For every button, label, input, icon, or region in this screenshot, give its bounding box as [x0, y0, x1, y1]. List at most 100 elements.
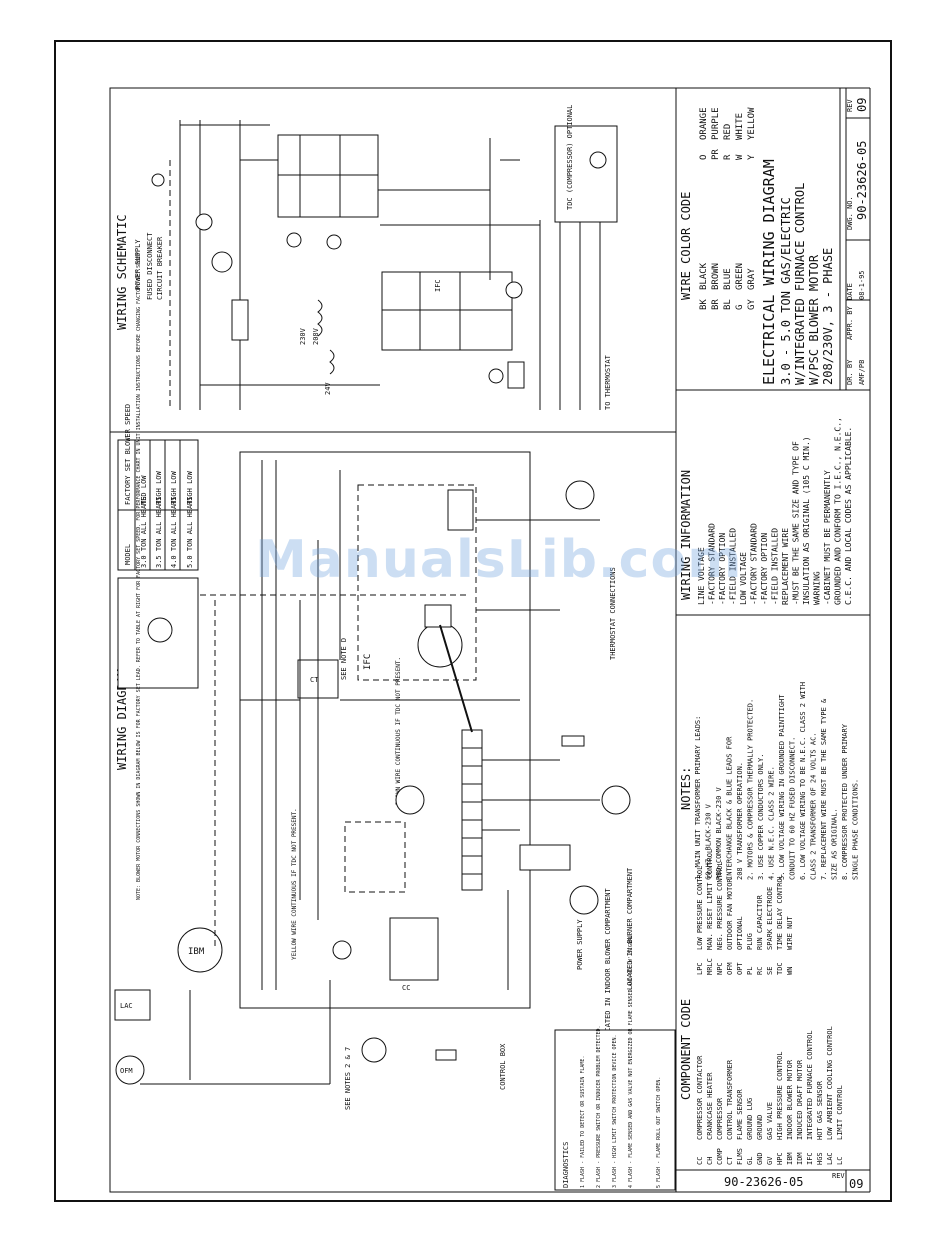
component-name-item: MAN. RESET LIMIT CONTROL: [706, 849, 714, 950]
svg-text:OFM: OFM: [120, 1067, 133, 1075]
component-code-item: IDM: [796, 1152, 804, 1165]
component-name-item: INDUCED DRAFT MOTOR: [796, 1059, 804, 1140]
note-line: 6. LOW VOLTAGE WIRING TO BE N.E.C. CLASS…: [799, 682, 807, 880]
note-line: 2. MOTORS & COMPRESSOR THERMALLY PROTECT…: [747, 699, 755, 880]
component-name-item: OPTIONAL: [736, 916, 744, 950]
component-code-item: HGS: [816, 1152, 824, 1165]
wire-color-code-item: G: [735, 305, 745, 310]
harness-wire: [439, 624, 473, 733]
comp-symbol: [211, 251, 233, 273]
component-name-item: LIMIT CONTROL: [836, 1085, 844, 1140]
note-line: SINGLE PHASE CONDITIONS.: [852, 779, 860, 880]
note-line: 5. LOW VOLTAGE WIRING IN GROUNDED PAINTT…: [778, 694, 786, 880]
wiring-info-line: -FACTORY OPTION: [718, 533, 727, 605]
wire-color-name-item: BLACK: [699, 262, 709, 290]
component-name-item: NEG. PRESSURE CONTROL: [716, 861, 724, 950]
model-table-row-2-model: 3.5 TON ALL HEATS: [155, 496, 163, 568]
bottom-rev-label: REV: [832, 1172, 845, 1180]
wire-color-name-item: BLUE: [723, 268, 733, 290]
component-code-item: RC: [756, 967, 764, 975]
control-box-label: CONTROL BOX: [499, 1043, 507, 1090]
wire-color-code-item: GY: [747, 299, 757, 310]
compressor: [361, 1037, 387, 1063]
component-code-item: IFC: [806, 1152, 814, 1165]
component-name-item: HOT GAS SENSOR: [816, 1080, 824, 1140]
wiring-information: WIRING INFORMATION: [679, 470, 693, 600]
notes-title: NOTES:: [679, 767, 693, 810]
component-code-item: LAC: [826, 1152, 834, 1165]
bottom-dwg-no: 90-23626-05: [724, 1175, 803, 1189]
component-code-item: LPC: [696, 962, 704, 975]
wiring-info-line: -MUST BE THE SAME SIZE AND TYPE OF: [792, 441, 801, 605]
note-line: 208 V TRANSFORMER OPERATION.: [736, 762, 744, 880]
burner-plug: [519, 844, 571, 871]
located-blower-label: LOCATED IN INDOOR BLOWER COMPARTMENT: [604, 887, 612, 1040]
schematic-ifc-block: [277, 134, 379, 218]
model-table-row-2-speed: HIGH LOW: [155, 470, 163, 505]
appr-by-label: APPR. BY: [846, 305, 854, 340]
ibm-motor: [177, 927, 223, 973]
mrlc-control: [601, 785, 631, 815]
wire-color-name-item: GREEN: [735, 263, 745, 290]
wire-color-code-item: BL: [723, 299, 733, 310]
note-line: 1. MAIN UNIT TRANSFORMER PRIMARY LEADS:: [694, 716, 702, 880]
wiring-diagram-title: WIRING DIAGRAM: [115, 669, 129, 770]
note-line: CONDUIT TO 60 HZ FUSED DISCONNECT.: [789, 737, 797, 880]
wiring-info-line: LINE VOLTAGE: [697, 547, 706, 605]
wire-color-name-item: BROWN: [711, 263, 721, 290]
idm-motor: [565, 480, 595, 510]
notes-section: NOTES:: [679, 767, 693, 810]
compressor-contactor: [389, 917, 439, 981]
dwg-no-value: 90-23626-05: [855, 141, 869, 220]
model-table: [117, 439, 199, 571]
component-name-item: PLUG: [746, 933, 754, 950]
component-name-item: INTEGRATED FURNACE CONTROL: [806, 1030, 814, 1140]
rev-label: REV: [846, 99, 854, 112]
note-line: 3. USE COPPER CONDUCTORS ONLY.: [757, 754, 765, 880]
title-line-4: W/PSC BLOWER MOTOR: [807, 254, 821, 385]
model-table-header-model: MODEL: [124, 544, 132, 565]
rc-capacitor: [332, 940, 352, 960]
wiring-info-list: LINE VOLTAGE-FACTORY STANDARD-FACTORY OP…: [697, 417, 853, 605]
svg-text:LAC: LAC: [120, 1002, 133, 1010]
component-name-item: CRANKCASE HEATER: [706, 1072, 714, 1140]
wire-color-name-item: PURPLE: [711, 107, 721, 140]
diag-2: 2 FLASH - PRESSURE SWITCH OR INDUCER PRO…: [596, 1025, 602, 1188]
diag-3: 3 FLASH - HIGH LIMIT SWITCH PROTECTION D…: [612, 1034, 618, 1188]
wire-color-code: WIRE COLOR CODE: [679, 192, 693, 300]
blower-tap-connector: [147, 617, 173, 643]
diag-5: 5 FLASH - FLAME ROLL OUT SWITCH OPEN.: [656, 1077, 662, 1188]
wiring-diagram: WIRING DIAGRAM MODEL FACTORY SET BLOWER …: [114, 250, 676, 1191]
yellow-wire-note: YELLOW WIRE CONTINUOUS IF TDC NOT PRESEN…: [291, 808, 298, 960]
component-name-item: OUTDOOR FAN MOTOR: [726, 878, 734, 950]
schematic-tdc-box: [554, 125, 618, 223]
gas-valve: [395, 785, 425, 815]
component-code-item: PL: [746, 967, 754, 975]
model-table-row-3-speed: HIGH LOW: [170, 470, 178, 505]
power-supply-label: POWER SUPPLY: [576, 919, 584, 970]
model-table-row-4-model: 5.0 TON ALL HEATS: [186, 496, 194, 568]
wiring-schematic: WIRING SCHEMATIC POWER SUPPLY FUSED DISC…: [115, 105, 618, 410]
idm-symbol: [326, 234, 342, 250]
schematic-circuit-breaker-label: CIRCUIT BREAKER: [156, 236, 164, 300]
component-code-item: CC: [696, 1157, 704, 1165]
diagnostics-title: DIAGNOSTICS: [562, 1142, 570, 1188]
model-table-row-1-speed: MED LOW: [140, 475, 148, 505]
lac-control: [114, 989, 151, 1021]
notes-list: 1. MAIN UNIT TRANSFORMER PRIMARY LEADS: 6…: [694, 682, 860, 880]
ifc-transformer-coil: [417, 622, 463, 668]
flame-sensor: [561, 735, 585, 747]
wire-color-code-item: W: [735, 154, 745, 160]
wire-color-name-item: RED: [723, 124, 733, 140]
ifc-note: NOTE: BLOWER MOTOR CONNECTIONS SHOWN IN …: [136, 250, 142, 900]
wire-color-name-item: GRAY: [747, 268, 757, 290]
wiring-info-line: INSULATION AS ORIGINAL (105 C MIN.): [802, 436, 811, 605]
component-code-item: CH: [706, 1157, 714, 1165]
title-line-2: 3.0 - 5.0 TON GAS/ELECTRIC: [779, 197, 793, 385]
component-name-item: RUN CAPACITOR: [756, 894, 764, 950]
ifc-board: [357, 484, 477, 681]
component-code-item: WN: [786, 967, 794, 975]
svg-text:CT: CT: [310, 676, 319, 684]
